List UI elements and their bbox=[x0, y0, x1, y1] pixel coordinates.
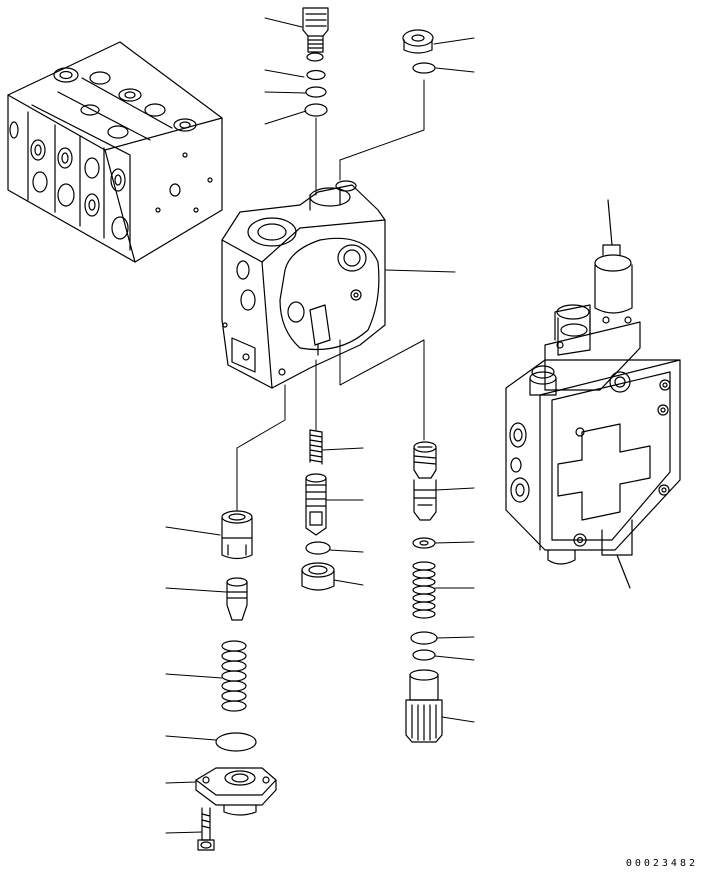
retainer bbox=[301, 562, 335, 591]
spring bbox=[221, 640, 247, 712]
backup-ring bbox=[412, 537, 436, 549]
solenoid-valve-assembly-view bbox=[505, 199, 681, 589]
valve-spool-spring bbox=[309, 429, 323, 465]
plug bbox=[302, 7, 329, 62]
valve-section-housing bbox=[221, 180, 386, 389]
plug-large bbox=[405, 669, 443, 743]
o-ring bbox=[410, 631, 438, 645]
seat bbox=[413, 441, 437, 479]
flange bbox=[195, 767, 277, 816]
assembled-control-valve-view bbox=[7, 41, 223, 263]
o-ring bbox=[305, 541, 331, 555]
bolt bbox=[197, 807, 215, 851]
poppet bbox=[226, 577, 248, 621]
valve-spool bbox=[305, 473, 327, 536]
backup-ring bbox=[412, 649, 436, 661]
leader-lines bbox=[165, 17, 475, 834]
o-ring bbox=[215, 732, 257, 752]
valve bbox=[221, 510, 253, 560]
valve-spool bbox=[413, 479, 437, 521]
backup-ring bbox=[306, 69, 326, 81]
spring bbox=[412, 561, 436, 619]
assembly-lines bbox=[236, 79, 425, 511]
cap-plug bbox=[402, 29, 436, 74]
figure-reference-code: 00023482 bbox=[625, 858, 698, 869]
o-ring bbox=[304, 86, 328, 117]
